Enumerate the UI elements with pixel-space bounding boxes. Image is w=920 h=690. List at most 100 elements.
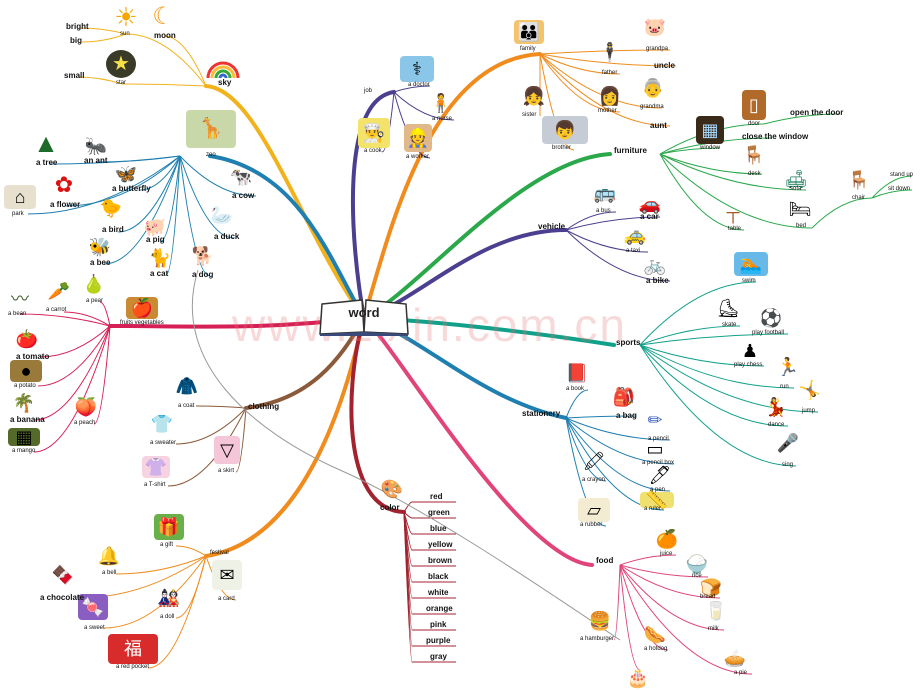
worker-icon: 👷: [404, 124, 432, 152]
job-worker: a worker: [406, 154, 430, 160]
brother-icon: 👦: [542, 116, 588, 144]
sub-line-furniture-53: [659, 153, 763, 175]
skirt-icon: ▽: [214, 436, 240, 464]
tshirt-icon: 👚: [142, 456, 170, 478]
branch-stationery: stationery: [522, 409, 561, 418]
table-icon: ┬: [726, 202, 740, 222]
vehicle-car: a car: [640, 212, 659, 221]
sport-jump: jump: [802, 408, 816, 414]
family-father: father: [602, 70, 618, 76]
topic-sun: sun: [120, 31, 130, 37]
sub-line-zoo-9: [65, 155, 181, 207]
banana-icon: 🌴: [12, 393, 36, 413]
festival-red-pocket: a red pocket: [116, 664, 150, 670]
rice-icon: 🍚: [685, 554, 709, 574]
clothing-skirt: a skirt: [218, 468, 235, 474]
clothing-sweater: a sweater: [150, 440, 177, 446]
flower-icon: ✿: [54, 172, 74, 197]
sub-line-sports-69: [639, 344, 819, 413]
food-milk: milk: [708, 626, 719, 632]
family-mother: mother: [598, 108, 617, 114]
vehicle-taxi: a taxi: [626, 248, 641, 254]
family-icon: 👪: [514, 20, 544, 44]
color-black: black: [428, 572, 449, 581]
fruit-banana: a banana: [10, 415, 45, 424]
fruit-peach: a peach: [74, 420, 96, 426]
taxi-icon: 🚕: [623, 225, 647, 245]
card-icon: ✉: [212, 560, 242, 590]
branch-sky: sky: [218, 78, 232, 87]
rubber-icon: ▱: [578, 498, 610, 522]
furniture-sit-down: sit down: [888, 186, 911, 192]
sub-line-fruits-19: [63, 311, 111, 327]
sub-line-zoo-12: [159, 155, 181, 243]
branch-festival: festival: [210, 550, 229, 556]
zoo-bee: a bee: [90, 258, 111, 267]
sub-line-festival-34: [103, 555, 207, 629]
sub-line-sky-0: [125, 33, 207, 87]
bike-icon: 🚲: [643, 255, 667, 275]
sub-branch-lines: [19, 27, 913, 675]
topic-moon: moon: [154, 31, 176, 40]
branch-zoo: zoo: [206, 152, 216, 158]
zoo-butterfly: a butterfly: [112, 184, 151, 193]
coat-icon: 🧥: [175, 376, 199, 396]
cook-icon: 👨‍🍳: [358, 118, 390, 148]
sub-line-clothing-28: [235, 407, 247, 473]
bee-icon: 🐝: [88, 237, 112, 257]
sing-icon: 🎤: [776, 433, 800, 453]
sub-line-sky-1: [163, 35, 207, 87]
job-nurse: a nurse: [432, 116, 453, 122]
vehicle-bus: a bus: [596, 208, 611, 214]
family-uncle: uncle: [654, 61, 675, 70]
bell-icon: 🔔: [97, 546, 121, 566]
grandpa-icon: 🐷: [643, 17, 667, 37]
festival-card: a card: [218, 596, 235, 602]
food-rice: rice: [692, 573, 702, 579]
stationery-pencil: a pencil: [648, 436, 669, 442]
sub-line-sky-4: [81, 33, 127, 43]
topic-star: star: [116, 80, 127, 86]
sub-line-festival-31: [115, 555, 207, 575]
sub-line-furniture-50: [763, 113, 841, 125]
food-bread: bread: [700, 594, 716, 600]
sub-line-food-80: [619, 554, 677, 566]
branch-line-food: [362, 316, 594, 567]
branch-sports: sports: [616, 338, 641, 347]
football-icon: ⚽: [759, 308, 783, 328]
sub-line-vehicle-61: [565, 216, 661, 231]
sub-line-sports-70: [639, 344, 789, 427]
sister-icon: 👧: [522, 86, 546, 106]
furniture-stand-up: stand up: [890, 172, 914, 178]
branch-family: family: [520, 46, 536, 52]
sub-line-sports-67: [639, 344, 765, 367]
bird-icon: 🐤: [99, 198, 123, 218]
chess-icon: ♟: [741, 341, 759, 361]
sub-line-sky-2: [121, 83, 207, 87]
carrot-icon: 🥕: [47, 281, 71, 301]
fruit-bean: a bean: [8, 311, 27, 317]
pen-icon: 🖊: [648, 465, 672, 485]
adjective-big: big: [70, 36, 82, 45]
dog-icon: 🐕: [191, 246, 215, 266]
vehicle-bike: a bike: [646, 276, 669, 285]
desk-icon: 🪑: [742, 145, 766, 165]
fruit-basket-icon: 🍎: [126, 297, 158, 319]
pie-icon: 🥧: [723, 648, 747, 668]
adjective-bright: bright: [66, 22, 89, 31]
sub-line-food-85: [619, 564, 669, 651]
sub-line-zoo-14: [165, 155, 181, 276]
red-pocket-icon: 福: [108, 634, 158, 664]
hamburger-icon: 🍔: [588, 611, 612, 631]
zoo-bird: a bird: [102, 225, 124, 234]
cat-icon: 🐈: [148, 248, 172, 268]
zoo-flower: a flower: [50, 200, 81, 209]
branch-line-color: [349, 316, 406, 514]
bus-icon: 🚌: [593, 183, 617, 203]
fruit-potato: a potato: [14, 383, 36, 389]
zoo-park: park: [12, 211, 24, 217]
sub-line-job-38: [393, 91, 455, 121]
sub-line-food-86: [619, 564, 753, 675]
stationery-bag: a bag: [616, 411, 637, 420]
